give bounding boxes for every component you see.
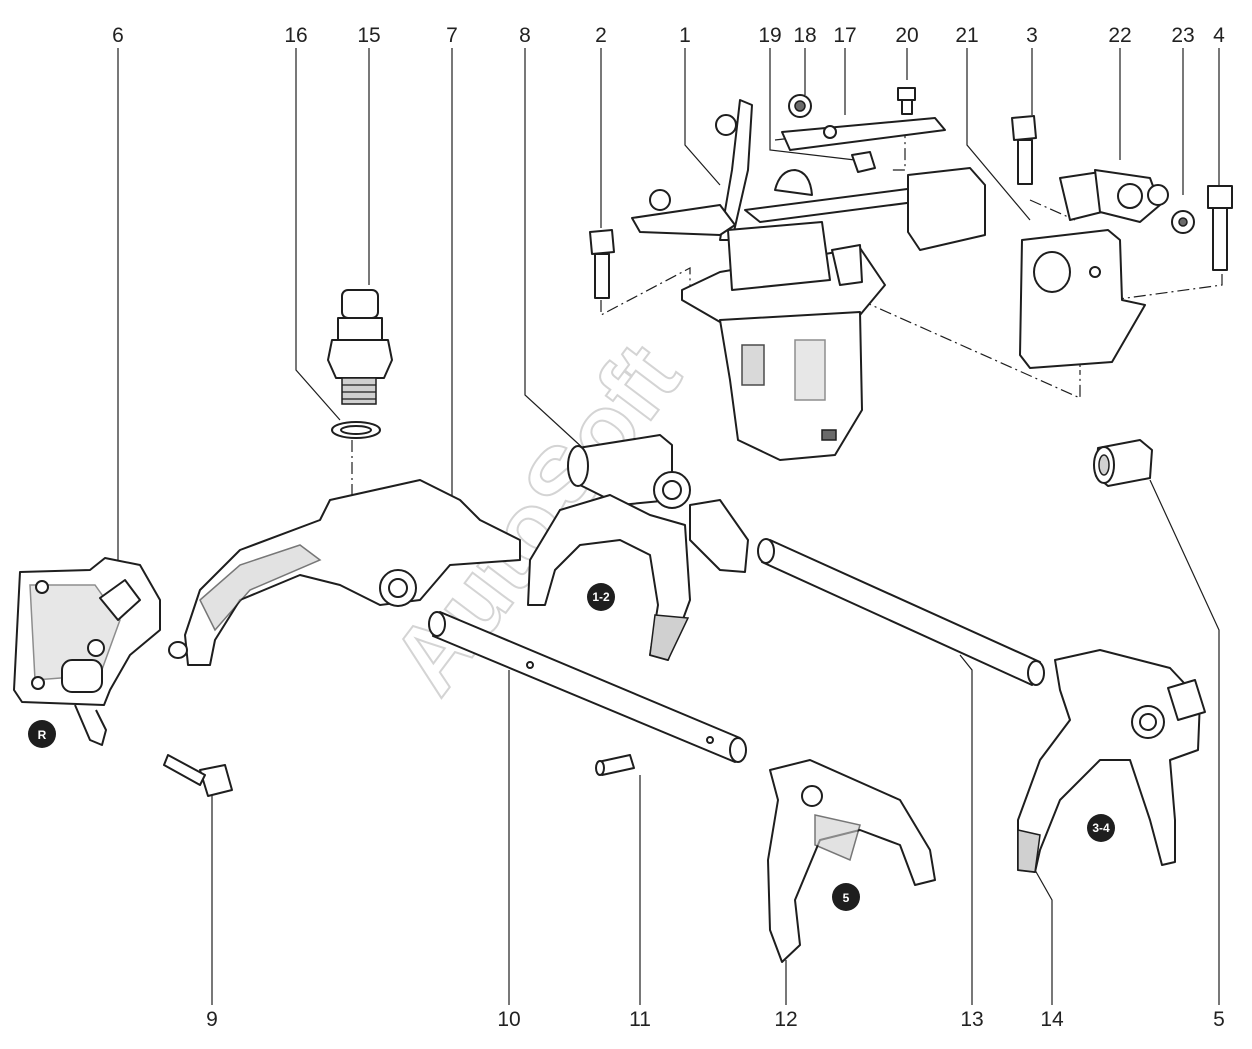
callout-4: 4 (1213, 24, 1225, 47)
screw-23 (1171, 210, 1195, 234)
callout-19: 19 (758, 24, 781, 47)
callout-22: 22 (1108, 24, 1131, 47)
nut (788, 94, 812, 118)
bolt-9 (163, 754, 233, 797)
callout-14: 14 (1040, 1008, 1064, 1031)
callout-9: 9 (206, 1008, 218, 1031)
callout-5: 5 (1213, 1008, 1225, 1031)
callout-7: 7 (446, 24, 458, 47)
svg-text:3-4: 3-4 (1092, 821, 1110, 835)
small-bolt-20 (897, 87, 916, 115)
callouts-bottom: 9 10 11 12 13 14 5 (206, 1008, 1225, 1031)
callout-16: 16 (284, 24, 307, 47)
bolt-4 (1207, 185, 1233, 271)
callout-8: 8 (519, 24, 531, 47)
bolt-3 (1011, 115, 1037, 185)
callout-11: 11 (629, 1008, 651, 1031)
badge-1-2: 1-2 (587, 583, 615, 611)
callout-23: 23 (1171, 24, 1194, 47)
reverse-fork-bracket (13, 557, 161, 746)
roll-pin (595, 754, 635, 776)
sensor-mount-plate (1019, 229, 1146, 369)
shift-rail-10 (428, 611, 747, 763)
svg-text:5: 5 (843, 891, 850, 905)
callout-10: 10 (497, 1008, 520, 1031)
callout-15: 15 (357, 24, 380, 47)
callout-13: 13 (960, 1008, 983, 1031)
badge-r: R (28, 720, 56, 748)
callout-1: 1 (679, 24, 691, 47)
pressure-switch (327, 289, 393, 405)
callout-3: 3 (1026, 24, 1038, 47)
callout-21: 21 (955, 24, 978, 47)
bracket-plate (781, 117, 946, 151)
badge-3-4: 3-4 (1087, 814, 1115, 842)
bushing (1093, 439, 1153, 487)
fork-5 (767, 759, 936, 963)
badge-5: 5 (832, 883, 860, 911)
callout-17: 17 (833, 24, 856, 47)
callout-6: 6 (112, 24, 124, 47)
callout-18: 18 (793, 24, 816, 47)
bolt-2 (589, 229, 615, 299)
reverse-shift-lever (168, 479, 521, 666)
svg-text:R: R (38, 728, 47, 742)
callout-2: 2 (595, 24, 607, 47)
leader-lines (109, 48, 1220, 1005)
pin-19 (851, 151, 876, 173)
callout-12: 12 (774, 1008, 797, 1031)
callouts-top: 6 16 15 7 8 2 1 19 18 17 20 21 3 22 23 4 (112, 24, 1225, 47)
shift-rail-13 (757, 538, 1045, 686)
svg-text:1-2: 1-2 (592, 590, 610, 604)
position-sensor (1059, 169, 1169, 223)
fork-3-4 (1017, 649, 1206, 873)
callout-20: 20 (895, 24, 918, 47)
shift-tower-assembly (631, 99, 986, 461)
fork-1-2 (527, 434, 749, 661)
